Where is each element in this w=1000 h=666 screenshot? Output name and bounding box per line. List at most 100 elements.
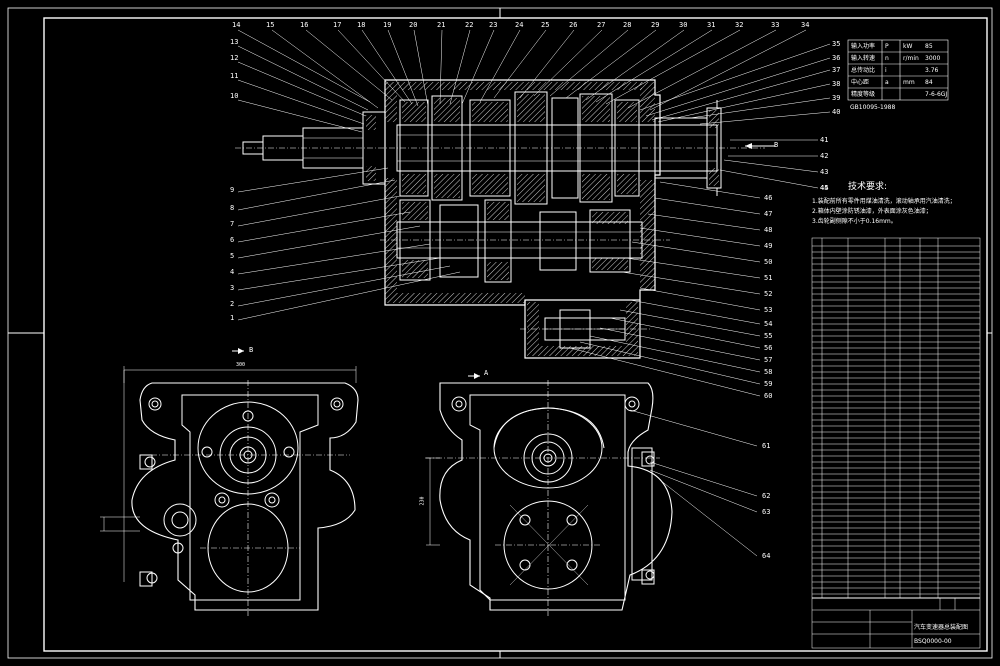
title-block-code: BSQ0000-00	[914, 638, 952, 645]
balloon-top-16: 16	[300, 21, 309, 29]
spec-table-cell: 3000	[925, 55, 941, 62]
balloon-bottom-right-63: 63	[762, 508, 771, 516]
balloon-right-lower-52: 52	[764, 290, 773, 298]
spec-table-cell: 84	[925, 79, 933, 86]
balloon-right-lower-53: 53	[764, 306, 773, 314]
balloon-right-upper-41: 41	[820, 136, 829, 144]
tech-req-line-3: 3.齿轮副侧隙不小于0.16mm。	[812, 218, 897, 225]
balloon-right-lower-51: 51	[764, 274, 773, 282]
tech-req-line-1: 1.装配前所有零件用煤油清洗，滚动轴承用汽油清洗；	[812, 198, 956, 205]
balloon-right-lower-55: 55	[764, 332, 773, 340]
spec-table-cell: 85	[925, 43, 933, 50]
balloon-left-7: 7	[230, 220, 235, 228]
balloon-bottom-right-61: 61	[762, 442, 771, 450]
balloon-top-25: 25	[541, 21, 550, 29]
spec-table-cell: i	[885, 67, 887, 74]
balloon-right-lower-59: 59	[764, 380, 773, 388]
balloon-left-4: 4	[230, 268, 235, 276]
section-mark-b-left: B	[249, 346, 254, 354]
balloon-top-20: 20	[409, 21, 418, 29]
balloon-left-3: 3	[230, 284, 235, 292]
balloon-right-upper-44: 44	[820, 184, 829, 192]
title-block-name: 汽车变速器总装配图	[914, 624, 969, 631]
balloon-left-8: 8	[230, 204, 235, 212]
balloon-top-29: 29	[651, 21, 660, 29]
balloon-right-upper-37: 37	[832, 66, 841, 74]
balloon-right-lower-58: 58	[764, 368, 773, 376]
spec-table-cell: mm	[903, 79, 915, 86]
spec-table-cell: r/min	[903, 55, 919, 62]
balloon-top-30: 30	[679, 21, 688, 29]
balloon-top-33: 33	[771, 21, 780, 29]
balloon-right-upper-43: 43	[820, 168, 829, 176]
balloon-right-lower-56: 56	[764, 344, 773, 352]
spec-table-cell: 7-6-6GJ	[925, 91, 948, 98]
balloon-left-12: 12	[230, 54, 239, 62]
spec-table-grid	[847, 39, 949, 101]
balloon-top-31: 31	[707, 21, 716, 29]
spec-table-cell: P	[885, 43, 889, 50]
spec-table-cell: 输入功率	[851, 43, 876, 50]
spec-table-cell: kW	[903, 43, 913, 50]
balloon-top-24: 24	[515, 21, 524, 29]
balloon-top-14: 14	[232, 21, 241, 29]
balloon-right-lower-48: 48	[764, 226, 773, 234]
balloon-top-21: 21	[437, 21, 446, 29]
spec-table-cell: a	[885, 79, 889, 86]
balloon-right-lower-57: 57	[764, 356, 773, 364]
balloon-top-23: 23	[489, 21, 498, 29]
tech-req-line-2: 2.箱体内壁涂防锈油漆，外表面涂灰色油漆；	[812, 208, 932, 215]
spec-table-cell: n	[885, 55, 889, 62]
leader-lines	[237, 29, 831, 557]
balloon-left-5: 5	[230, 252, 235, 260]
dimension-height-right: 230	[419, 496, 426, 506]
balloon-right-lower-46: 46	[764, 194, 773, 202]
spec-table-cell: 3.76	[925, 67, 939, 74]
spec-table-cell: 总传动比	[851, 67, 876, 74]
balloon-right-lower-50: 50	[764, 258, 773, 266]
balloon-top-32: 32	[735, 21, 744, 29]
balloon-left-6: 6	[230, 236, 235, 244]
balloon-top-18: 18	[357, 21, 366, 29]
balloon-bottom-right-64: 64	[762, 552, 771, 560]
balloon-left-9: 9	[230, 186, 235, 194]
dimension-width-left: 300	[236, 362, 246, 368]
balloon-left-10: 10	[230, 92, 239, 100]
spec-table-cell: 输入转速	[851, 55, 876, 62]
balloon-top-15: 15	[266, 21, 275, 29]
right-end-view	[425, 373, 673, 616]
balloon-top-17: 17	[333, 21, 342, 29]
balloon-right-upper-42: 42	[820, 152, 829, 160]
balloon-left-13: 13	[230, 38, 239, 46]
balloon-right-lower-54: 54	[764, 320, 773, 328]
balloon-top-26: 26	[569, 21, 578, 29]
balloon-left-11: 11	[230, 72, 239, 80]
section-mark-b-top: B	[774, 141, 779, 149]
balloon-bottom-right-62: 62	[762, 492, 771, 500]
balloon-right-upper-36: 36	[832, 54, 841, 62]
main-section-view	[235, 79, 775, 359]
spec-table-cell: 精度等级	[851, 91, 876, 98]
balloon-right-upper-35: 35	[832, 40, 841, 48]
balloon-right-lower-47: 47	[764, 210, 773, 218]
balloon-top-27: 27	[597, 21, 606, 29]
balloon-right-upper-39: 39	[832, 94, 841, 102]
balloon-right-upper-45: 45	[820, 184, 829, 192]
balloon-left-1: 1	[230, 314, 235, 322]
balloon-top-34: 34	[801, 21, 810, 29]
balloon-right-lower-60: 60	[764, 392, 773, 400]
sheet-frame	[7, 7, 993, 659]
balloon-right-lower-49: 49	[764, 242, 773, 250]
balloon-top-28: 28	[623, 21, 632, 29]
balloon-left-2: 2	[230, 300, 235, 308]
spec-table-note: GB10095-1988	[850, 104, 896, 111]
spec-table-cell: 中心距	[851, 79, 870, 86]
bom-table-grid	[811, 237, 981, 649]
balloon-right-upper-38: 38	[832, 80, 841, 88]
left-end-view	[100, 348, 359, 616]
balloon-top-22: 22	[465, 21, 474, 29]
view-mark-a: A	[484, 369, 489, 377]
balloon-top-19: 19	[383, 21, 392, 29]
